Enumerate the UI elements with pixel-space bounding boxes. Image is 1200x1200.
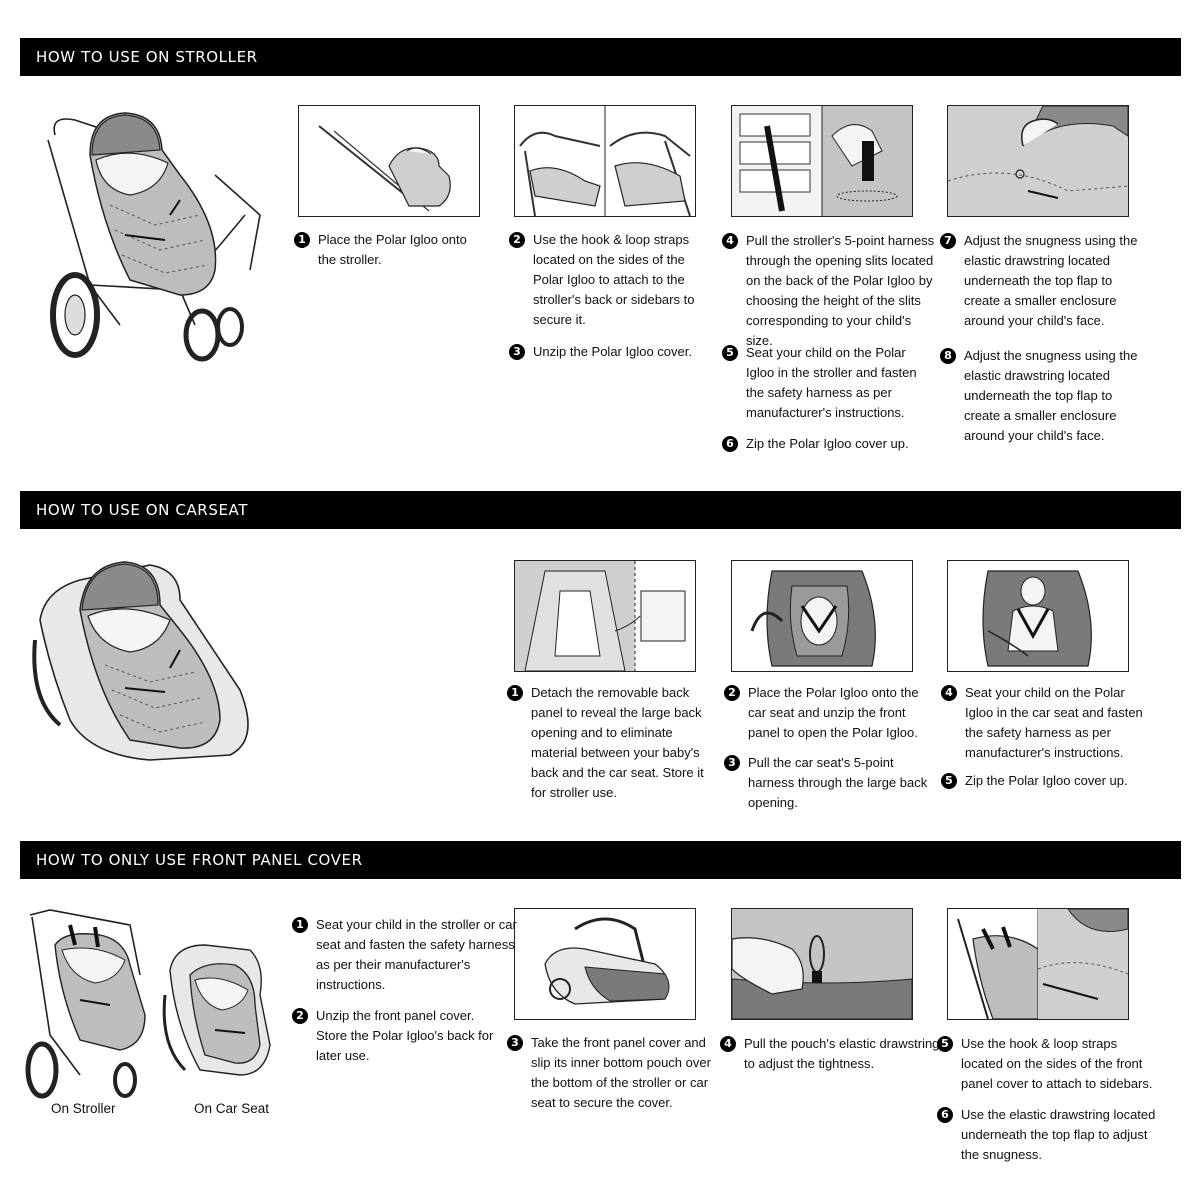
front-panel-carseat-illustration: [160, 935, 275, 1095]
step-number-badge: 5: [722, 345, 738, 361]
step-number-badge: 2: [724, 685, 740, 701]
step-number-badge: 2: [292, 1008, 308, 1024]
step-number-badge: 7: [940, 233, 956, 249]
front-panel-step-1: 1 Seat your child in the stroller or car…: [292, 915, 521, 995]
section-title: HOW TO ONLY USE FRONT PANEL COVER: [36, 851, 363, 869]
stroller-step7-image: [947, 105, 1129, 217]
step-text: Pull the car seat's 5-point harness thro…: [748, 755, 928, 810]
carseat-step-4: 4 Seat your child on the Polar Igloo in …: [941, 683, 1150, 763]
step-number-badge: 3: [509, 344, 525, 360]
step-number-badge: 2: [509, 232, 525, 248]
step-text: Detach the removable back panel to revea…: [531, 685, 704, 800]
step-number-badge: 1: [294, 232, 310, 248]
step-text: Use the elastic drawstring located under…: [961, 1107, 1156, 1162]
front-panel-step3-image: [514, 908, 696, 1020]
stroller-step2-image: [514, 105, 696, 217]
step-number-badge: 8: [940, 348, 956, 364]
stroller-step4-image: [731, 105, 913, 217]
step-number-badge: 6: [937, 1107, 953, 1123]
carseat-step4-image: [947, 560, 1129, 672]
stroller-step1-image: [298, 105, 480, 217]
stroller-step-4: 4 Pull the stroller's 5-point harness th…: [722, 231, 936, 351]
step-number-badge: 3: [507, 1035, 523, 1051]
front-panel-step-2: 2 Unzip the front panel cover. Store the…: [292, 1006, 506, 1066]
step-text: Seat your child on the Polar Igloo in th…: [965, 685, 1143, 760]
stroller-step-8: 8 Adjust the snugness using the elastic …: [940, 346, 1146, 446]
step-text: Zip the Polar Igloo cover up.: [965, 773, 1128, 788]
stroller-step-3: 3 Unzip the Polar Igloo cover.: [509, 342, 708, 362]
carseat-step-1: 1 Detach the removable back panel to rev…: [507, 683, 711, 803]
front-panel-step-6: 6 Use the elastic drawstring located und…: [937, 1105, 1161, 1165]
section-header-stroller: HOW TO USE ON STROLLER: [20, 38, 1181, 76]
front-panel-stroller-illustration: [20, 905, 165, 1100]
step-text: Adjust the snugness using the elastic dr…: [964, 233, 1138, 328]
stroller-step-5: 5 Seat your child on the Polar Igloo in …: [722, 343, 921, 423]
step-text: Pull the pouch's elastic drawstring to a…: [744, 1036, 940, 1071]
front-panel-step-3: 3 Take the front panel cover and slip it…: [507, 1033, 721, 1113]
stroller-step-6: 6 Zip the Polar Igloo cover up.: [722, 434, 936, 454]
front-panel-step-5: 5 Use the hook & loop straps located on …: [937, 1034, 1161, 1094]
step-text: Seat your child in the stroller or car s…: [316, 917, 517, 992]
carseat-step2-image: [731, 560, 913, 672]
caption-on-car-seat: On Car Seat: [194, 1101, 270, 1116]
carseat-step-2: 2 Place the Polar Igloo onto the car sea…: [724, 683, 928, 743]
front-panel-step-4: 4 Pull the pouch's elastic drawstring to…: [720, 1034, 949, 1074]
carseat-step1-image: [514, 560, 696, 672]
section-header-front-panel: HOW TO ONLY USE FRONT PANEL COVER: [20, 841, 1181, 879]
carseat-step-3: 3 Pull the car seat's 5-point harness th…: [724, 753, 928, 813]
section-title: HOW TO USE ON STROLLER: [36, 48, 258, 66]
step-text: Unzip the Polar Igloo cover.: [533, 344, 692, 359]
section-title: HOW TO USE ON CARSEAT: [36, 501, 248, 519]
front-panel-step4-image: [731, 908, 913, 1020]
step-number-badge: 4: [720, 1036, 736, 1052]
stroller-main-illustration: [30, 95, 270, 365]
step-text: Use the hook & loop straps located on th…: [533, 232, 695, 327]
caption-on-stroller: On Stroller: [51, 1101, 116, 1116]
step-text: Use the hook & loop straps located on th…: [961, 1036, 1153, 1091]
carseat-step-5: 5 Zip the Polar Igloo cover up.: [941, 771, 1150, 791]
step-text: Adjust the snugness using the elastic dr…: [964, 348, 1138, 443]
step-number-badge: 5: [941, 773, 957, 789]
step-number-badge: 1: [507, 685, 523, 701]
step-text: Seat your child on the Polar Igloo in th…: [746, 345, 917, 420]
step-text: Unzip the front panel cover. Store the P…: [316, 1008, 494, 1063]
step-text: Pull the stroller's 5-point harness thro…: [746, 233, 935, 348]
step-number-badge: 5: [937, 1036, 953, 1052]
front-panel-step5-image: [947, 908, 1129, 1020]
step-text: Place the Polar Igloo onto the stroller.: [318, 232, 467, 267]
step-number-badge: 6: [722, 436, 738, 452]
stroller-step-7: 7 Adjust the snugness using the elastic …: [940, 231, 1146, 331]
step-number-badge: 4: [941, 685, 957, 701]
section-header-carseat: HOW TO USE ON CARSEAT: [20, 491, 1181, 529]
step-number-badge: 1: [292, 917, 308, 933]
stroller-step-2: 2 Use the hook & loop straps located on …: [509, 230, 708, 330]
carseat-main-illustration: [30, 550, 270, 765]
step-text: Zip the Polar Igloo cover up.: [746, 436, 909, 451]
step-text: Place the Polar Igloo onto the car seat …: [748, 685, 919, 740]
step-number-badge: 3: [724, 755, 740, 771]
step-number-badge: 4: [722, 233, 738, 249]
step-text: Take the front panel cover and slip its …: [531, 1035, 711, 1110]
stroller-step-1: 1 Place the Polar Igloo onto the strolle…: [294, 230, 488, 270]
